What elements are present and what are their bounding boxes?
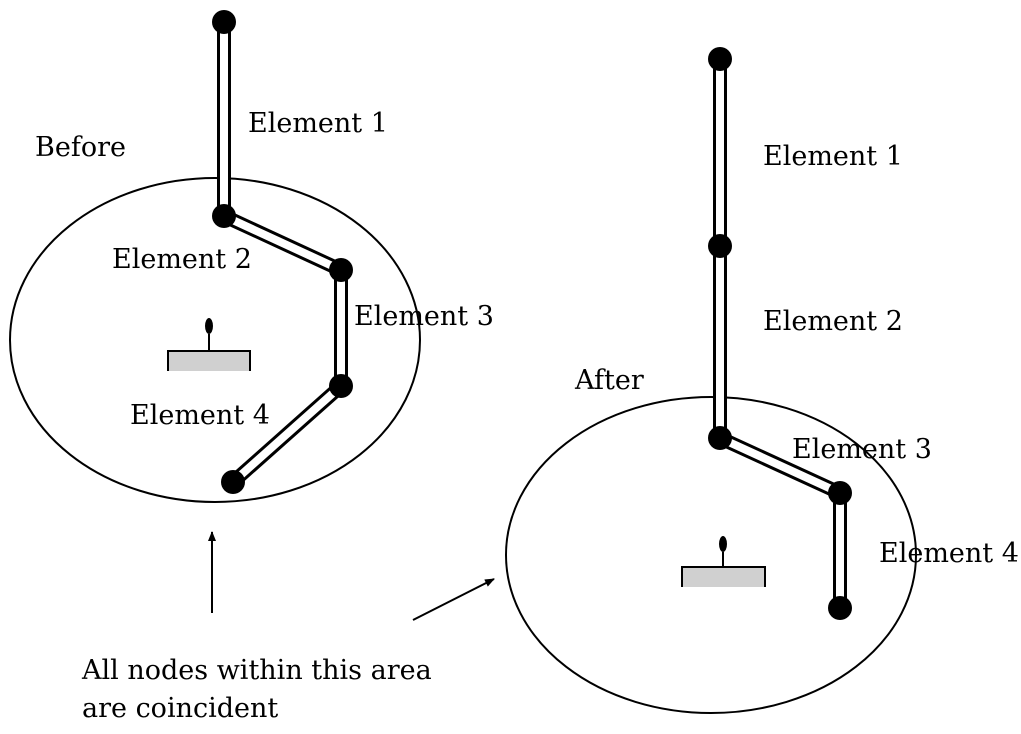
before-element-1-label: Element 1 [248, 108, 388, 139]
annotation-line-1: All nodes within this area [81, 655, 432, 686]
before-node-2 [212, 204, 236, 228]
after-device-icon [681, 536, 766, 587]
before-node-4 [329, 374, 353, 398]
before-title: Before [35, 132, 126, 163]
before-device-icon [167, 318, 251, 371]
after-element-4-label: Element 4 [879, 538, 1019, 569]
before-element-3-label: Element 3 [354, 301, 494, 332]
after-element-3-label: Element 3 [792, 434, 932, 465]
before-diagram: Before Element 1 Element 2 Element 3 Ele… [9, 10, 494, 503]
annotation: All nodes within this area are coinciden… [81, 531, 495, 724]
after-area-ellipse [505, 396, 917, 714]
after-node-2 [708, 234, 732, 258]
before-area-ellipse [9, 177, 421, 503]
after-diagram: After Element 1 Element 2 Element 3 Elem… [505, 47, 1019, 714]
before-element-2-bar [221, 209, 344, 277]
after-element-1-label: Element 1 [763, 141, 903, 172]
before-element-2-label: Element 2 [112, 244, 252, 275]
after-node-5 [828, 596, 852, 620]
after-node-1 [708, 47, 732, 71]
before-node-5 [221, 470, 245, 494]
after-title: After [574, 365, 644, 396]
before-node-3 [329, 258, 353, 282]
after-element-2-label: Element 2 [763, 306, 903, 337]
arrow-right [412, 578, 495, 621]
before-element-4-bar [228, 380, 346, 488]
annotation-line-2: are coincident [82, 693, 278, 724]
before-element-4-label: Element 4 [130, 400, 270, 431]
after-element-3-bar [717, 431, 843, 500]
before-node-1 [212, 10, 236, 34]
after-node-4 [828, 481, 852, 505]
after-node-3 [708, 426, 732, 450]
